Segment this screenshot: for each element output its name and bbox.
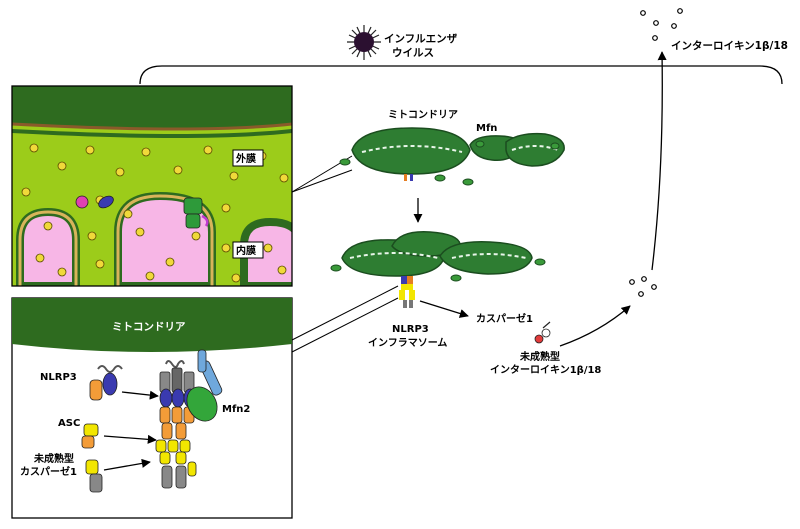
cell-membrane-bracket <box>139 65 783 85</box>
inset-mfn2-label: Mfn2 <box>222 404 250 415</box>
inflammasome-label: インフラマソーム <box>368 337 447 349</box>
inset-mito-label: ミトコンドリア <box>112 321 186 333</box>
maturation-arrow <box>559 305 631 347</box>
virus-label-line1: インフルエンザ <box>384 33 458 45</box>
mitochondria-network-after <box>330 231 546 308</box>
virus-icon <box>347 25 381 60</box>
inset-procasp-line2: カスパーゼ1 <box>20 465 77 478</box>
virus-label-line2: ウイルス <box>392 47 434 59</box>
immature-il-label-line1: 未成熟型 <box>519 350 560 363</box>
inflammasome-inset <box>11 297 293 519</box>
inner-membrane-label: 内膜 <box>236 244 256 257</box>
mitochondria-label: ミトコンドリア <box>388 109 458 121</box>
pro-il1b-icon <box>534 321 551 344</box>
secretion-arrow <box>651 51 667 271</box>
immature-il-label-line2: インターロイキン1β/18 <box>490 364 601 376</box>
il1b-mature-label: インターロイキン1β/18 <box>671 40 788 52</box>
outer-membrane-label: 外膜 <box>235 152 256 165</box>
caspase1-label: カスパーゼ1 <box>476 312 533 325</box>
inset-nlrp3-label: NLRP3 <box>40 372 77 383</box>
mfn-label: Mfn <box>476 123 497 134</box>
released-il1b-dots <box>629 276 657 297</box>
membrane-inset: 外膜 内膜 <box>11 85 293 287</box>
mitochondria-network-before <box>339 127 565 186</box>
nlrp3-label: NLRP3 <box>392 324 429 335</box>
inset-procasp-line1: 未成熟型 <box>33 452 74 465</box>
inset-asc-label: ASC <box>58 418 80 429</box>
mature-il1b-dots <box>640 8 683 41</box>
